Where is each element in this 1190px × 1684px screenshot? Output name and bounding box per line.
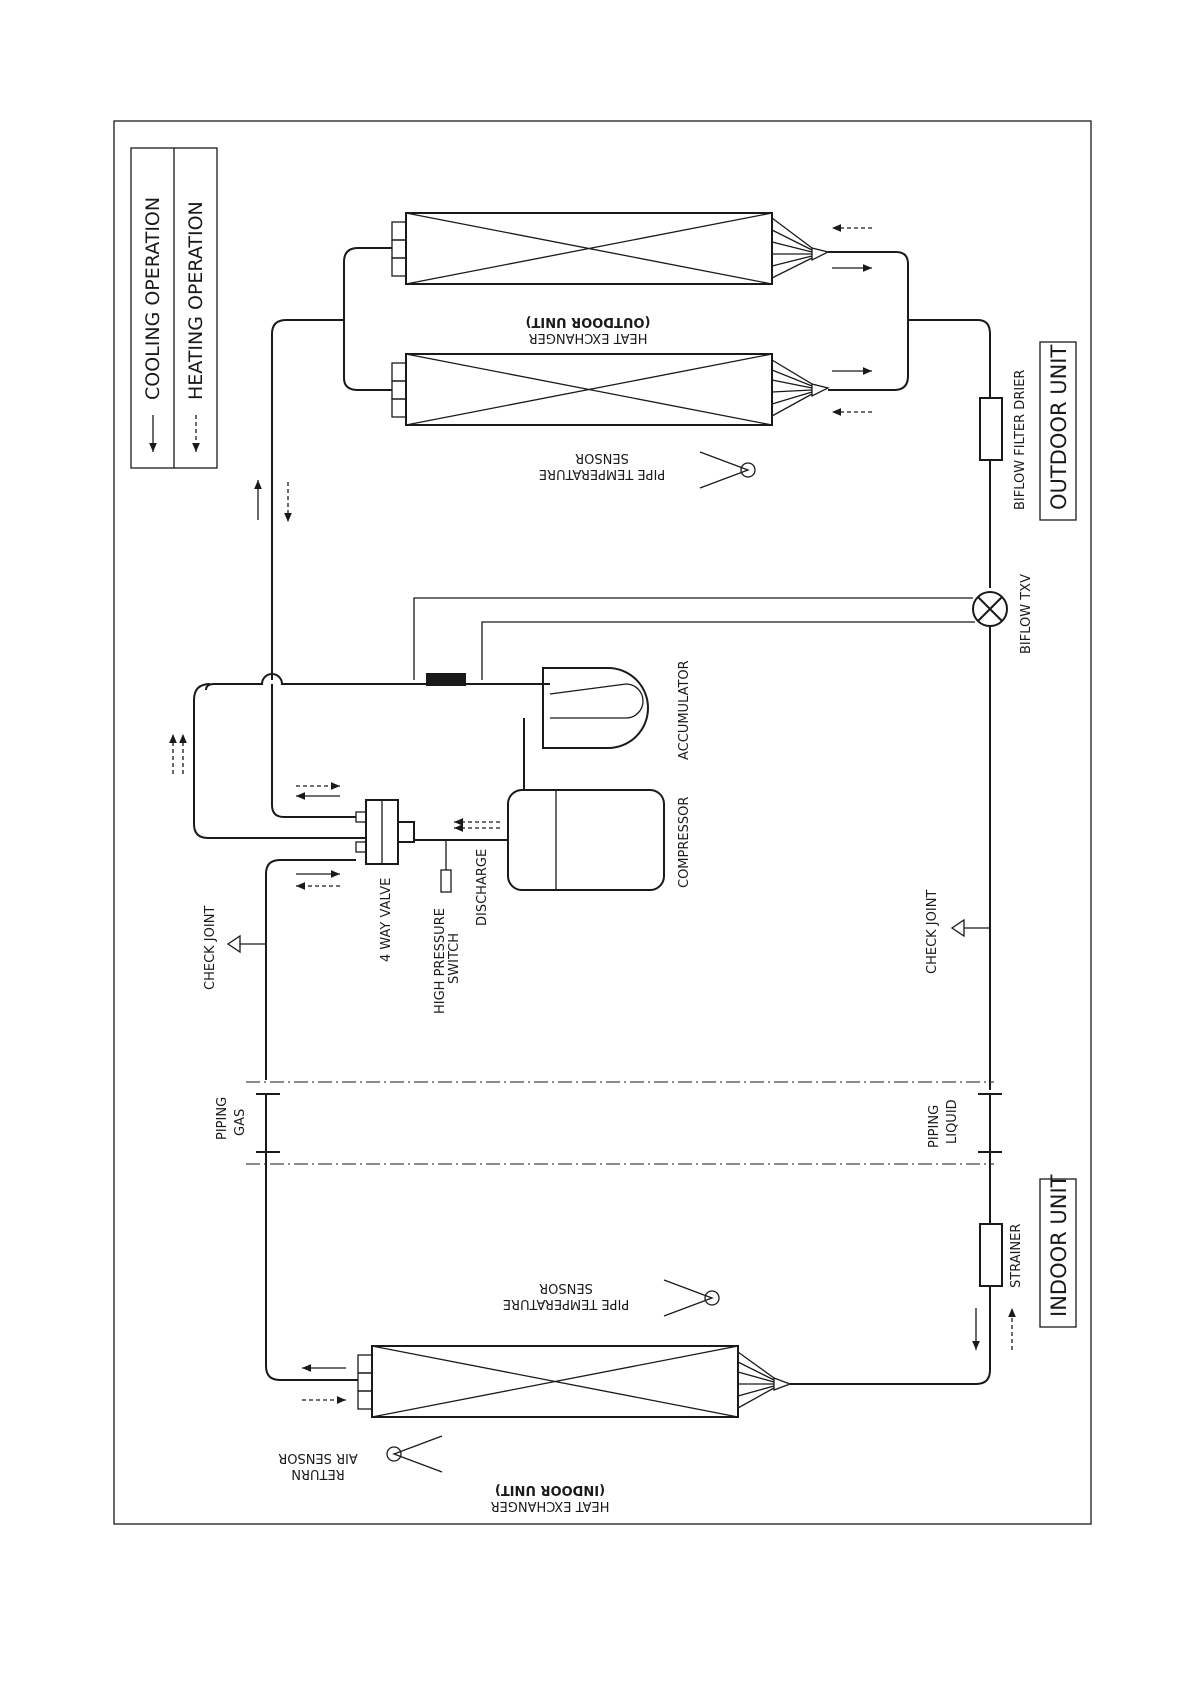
valve-to-gas-line-pipe — [265, 859, 356, 1080]
indoor-sensor-label-1: PIPE TEMPERATURE — [503, 1296, 629, 1311]
strainer-label: STRAINER — [1009, 1224, 1024, 1288]
liquid-line-to-indoor — [790, 1286, 991, 1385]
liquid-piping-connector — [978, 1093, 1002, 1153]
txv-equalizer-line — [481, 621, 975, 680]
compressor — [507, 789, 665, 891]
indoor-unit-label: INDOOR UNIT — [1047, 1174, 1071, 1317]
biflow-txv — [972, 591, 1008, 627]
txv-sensing-bulb-line — [413, 597, 973, 680]
legend: COOLING OPERATION HEATING OPERATION — [130, 147, 218, 469]
return-air-sensor — [386, 1435, 443, 1473]
check-joint-liquid — [950, 918, 965, 938]
legend-cooling-label: COOLING OPERATION — [142, 197, 164, 400]
valve-to-outdoor-coil-pipe — [271, 684, 356, 818]
indoor-unit-box — [1039, 1178, 1077, 1328]
outdoor-coil-inlet-manifold — [343, 247, 392, 391]
check-joint-liquid-label: CHECK JOINT — [925, 890, 940, 974]
outdoor-unit-label: OUTDOOR UNIT — [1047, 345, 1071, 510]
four-way-valve-label: 4 WAY VALVE — [379, 878, 394, 962]
gas-piping-connector — [256, 1093, 280, 1153]
indoor-pipe-temperature-sensor — [663, 1279, 720, 1317]
piping-liquid-label-1: PIPING — [927, 1105, 942, 1148]
valve-to-suction-loop — [193, 683, 366, 839]
outdoor-heat-exchanger-a — [391, 212, 830, 285]
outdoor-coil-outlet-manifold — [828, 251, 909, 391]
check-joint-gas-label: CHECK JOINT — [203, 906, 218, 990]
outdoor-unit-box — [1039, 341, 1077, 521]
outdoor-liquid-return-pipe — [908, 319, 991, 398]
filter-drier-label: BIFLOW FILTER DRIER — [1013, 370, 1028, 510]
txv-sensing-bulb — [426, 673, 466, 686]
piping-liquid-label-2: LIQUID — [945, 1099, 960, 1144]
accumulator — [542, 667, 649, 749]
hp-switch-label-2: SWITCH — [447, 933, 462, 984]
indoor-hx-label-1: HEAT EXCHANGER — [491, 1498, 610, 1513]
outdoor-coil-header — [271, 319, 344, 680]
txv-label: BIFLOW TXV — [1019, 574, 1034, 654]
accumulator-label: ACCUMULATOR — [677, 660, 692, 760]
return-air-label-1: RETURN — [291, 1466, 344, 1481]
outdoor-sensor-label-1: PIPE TEMPERATURE — [539, 466, 665, 481]
legend-heating-label: HEATING OPERATION — [185, 201, 207, 400]
biflow-filter-drier — [979, 397, 1003, 461]
compressor-label: COMPRESSOR — [677, 797, 692, 888]
strainer — [979, 1223, 1003, 1287]
indoor-hx-label-2: (INDOOR UNIT) — [495, 1482, 605, 1497]
outdoor-heat-exchanger-b — [391, 353, 830, 426]
return-air-label-2: AIR SENSOR — [278, 1450, 358, 1465]
piping-gas-label-1: PIPING — [215, 1097, 230, 1140]
hp-switch-label-1: HIGH PRESSURE — [433, 908, 448, 1014]
outdoor-sensor-label-2: SENSOR — [575, 450, 629, 465]
high-pressure-switch — [440, 869, 452, 893]
suction-line — [205, 673, 550, 691]
indoor-sensor-label-2: SENSOR — [539, 1280, 593, 1295]
check-joint-gas — [226, 934, 241, 954]
outdoor-hx-label-1: HEAT EXCHANGER — [529, 330, 648, 345]
gas-line-to-indoor — [265, 1152, 358, 1381]
discharge-label: DISCHARGE — [475, 849, 490, 926]
piping-gas-label-2: GAS — [233, 1109, 248, 1136]
diagram-frame — [113, 120, 1092, 1525]
outdoor-pipe-temperature-sensor — [699, 451, 756, 489]
indoor-heat-exchanger — [357, 1345, 792, 1418]
four-way-valve — [355, 799, 415, 865]
outdoor-hx-label-2: (OUTDOOR UNIT) — [526, 314, 651, 329]
